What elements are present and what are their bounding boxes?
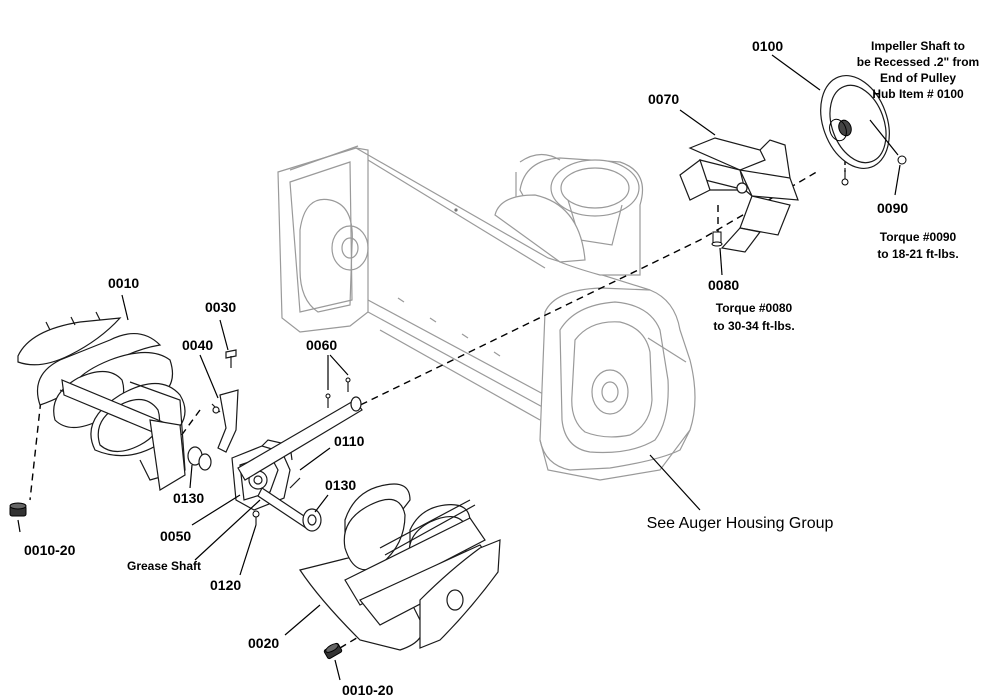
torque-0090-line-1: Torque #0090 <box>880 230 957 244</box>
bolt-0030 <box>225 349 237 368</box>
left-auger-0010 <box>17 311 186 491</box>
nut-0090 <box>841 155 907 186</box>
label-0090: 0090 <box>877 200 908 216</box>
right-auger-0020 <box>299 483 501 651</box>
auger-shaft <box>237 396 363 481</box>
label-0130-right: 0130 <box>325 477 356 493</box>
torque-0090-note: Torque #0090 to 18-21 ft-lbs. <box>877 230 958 261</box>
label-0030: 0030 <box>205 299 236 315</box>
part-labels: 0010 0030 0040 0060 0110 0130 0130 0050 … <box>24 38 979 698</box>
bolt-0080 <box>711 231 723 247</box>
label-0010: 0010 <box>108 275 139 291</box>
label-0010-20-right: 0010-20 <box>342 682 394 698</box>
torque-0080-line-1: Torque #0080 <box>716 301 793 315</box>
label-0020: 0020 <box>248 635 279 651</box>
impeller-note-line-2: be Recessed .2" from <box>857 55 979 69</box>
impeller-note-line-4: Hub Item # 0100 <box>872 87 964 101</box>
impeller-0070 <box>679 137 799 253</box>
label-0040: 0040 <box>182 337 213 353</box>
label-0080: 0080 <box>708 277 739 293</box>
label-grease-shaft: Grease Shaft <box>127 559 201 573</box>
bolt-0120 <box>252 510 260 525</box>
left-auger-bolt-centerline <box>29 389 43 501</box>
leader-lines <box>17 54 901 681</box>
torque-0080-note: Torque #0080 to 30-34 ft-lbs. <box>713 301 794 333</box>
pin-0110 <box>289 477 301 489</box>
label-0010-20-left: 0010-20 <box>24 542 76 558</box>
auger-housing <box>277 145 696 481</box>
shear-bolt-0010-20-right <box>323 642 343 660</box>
impeller-recess-note: Impeller Shaft to be Recessed .2" from E… <box>857 39 979 101</box>
impeller-note-line-1: Impeller Shaft to <box>871 39 965 53</box>
spacer-0130-right <box>302 508 322 532</box>
pins-0060 <box>325 377 351 408</box>
spacer-0130-left <box>187 446 212 471</box>
grease-fitting-arm <box>211 389 239 453</box>
impeller-note-line-3: End of Pulley <box>880 71 956 85</box>
see-auger-housing-group: See Auger Housing Group <box>647 515 834 532</box>
torque-0090-line-2: to 18-21 ft-lbs. <box>877 247 958 261</box>
label-0110: 0110 <box>334 433 365 449</box>
shear-bolt-0010-20-left <box>9 502 27 517</box>
torque-0080-line-2: to 30-34 ft-lbs. <box>713 319 794 333</box>
label-0100: 0100 <box>752 38 783 54</box>
label-0070: 0070 <box>648 91 679 107</box>
zerk-centerline <box>177 409 201 441</box>
label-0050: 0050 <box>160 528 191 544</box>
label-0060: 0060 <box>306 337 337 353</box>
pulley-0100 <box>820 74 890 170</box>
label-0130-left: 0130 <box>173 490 204 506</box>
label-0120: 0120 <box>210 577 241 593</box>
